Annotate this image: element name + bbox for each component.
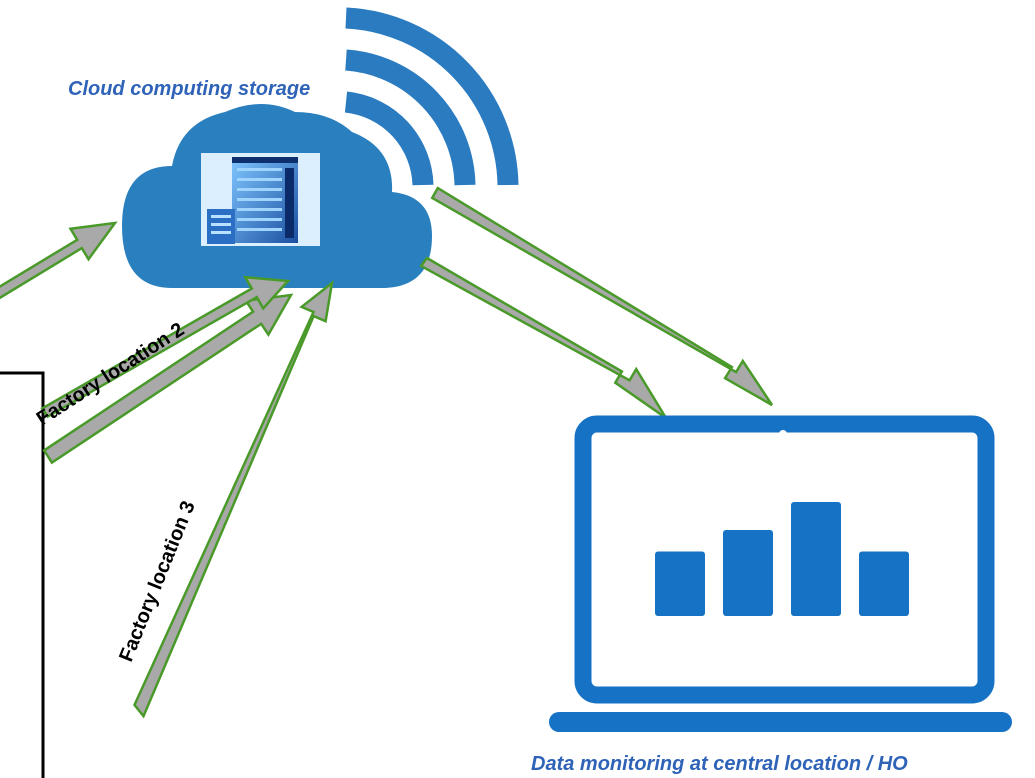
laptop-base [549, 712, 1012, 732]
panel-border [0, 371, 45, 778]
monitor-bar [859, 551, 909, 616]
arrow-cloud-to-monitor-1 [430, 186, 774, 407]
factory-location-3-label: Factory location 3 [115, 498, 200, 665]
bar-chart-icon [655, 502, 909, 616]
monitor-bar [655, 551, 705, 616]
monitor-bar [723, 530, 773, 616]
arrow-cloud-to-monitor-2 [419, 256, 668, 420]
server-icon [201, 153, 320, 246]
cloud-storage-label: Cloud computing storage [68, 78, 310, 100]
monitor-bar [791, 502, 841, 616]
monitoring-label: Data monitoring at central location / HO [531, 753, 908, 775]
arrow-factory2-to-cloud [42, 293, 294, 465]
arrow-factory3-to-cloud [133, 280, 334, 719]
webcam-dot [779, 430, 787, 438]
wifi-signal-icon [344, 7, 519, 186]
laptop-screen-frame [574, 415, 995, 704]
arrow-factory2b-to-cloud [40, 275, 291, 419]
arrow-factory1-to-cloud [0, 221, 118, 300]
laptop-icon [549, 415, 1012, 732]
data-flow-arrows [0, 186, 774, 719]
